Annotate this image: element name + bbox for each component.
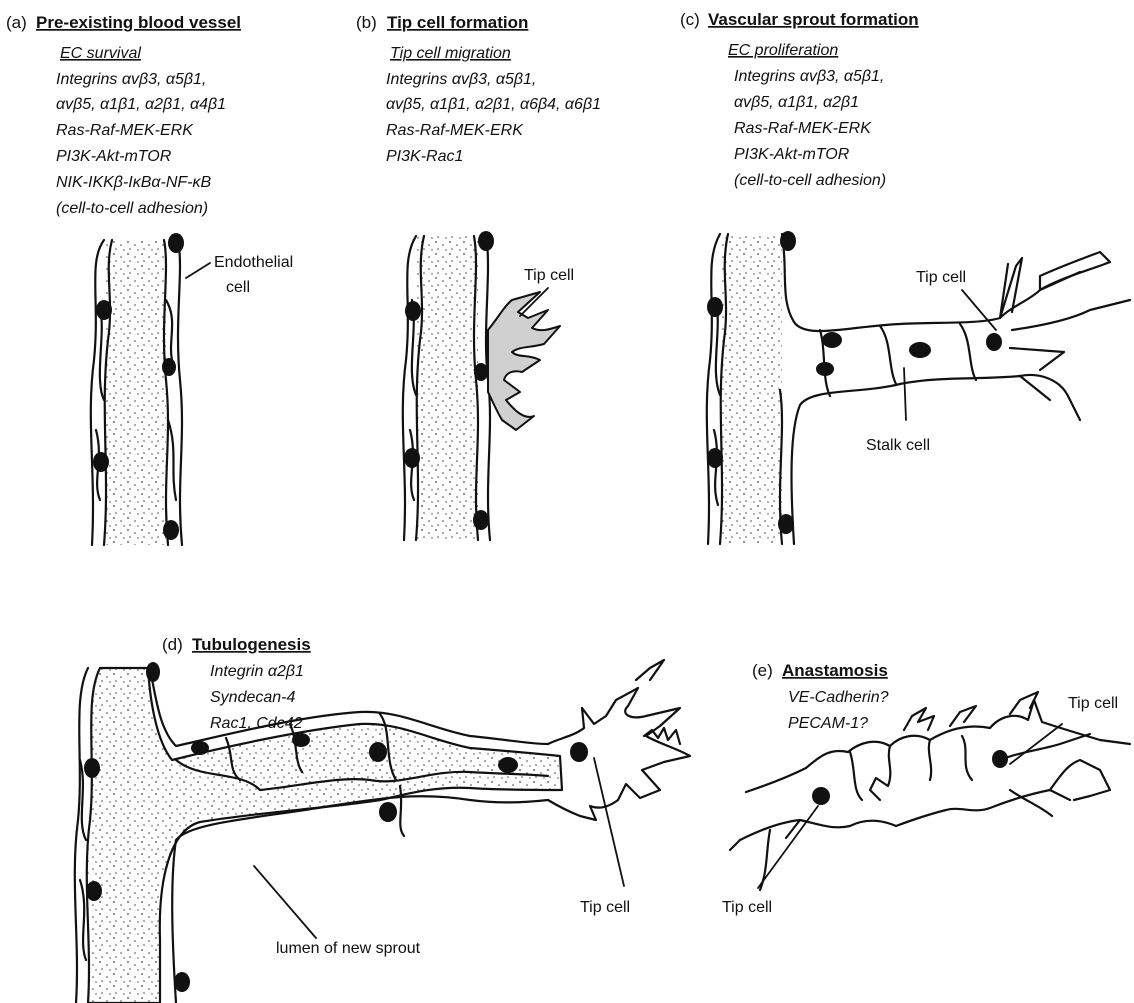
nucleus [191, 741, 209, 755]
panel-a: (a) Pre-existing blood vessel EC surviva… [6, 13, 293, 545]
panel-c-tip-pointer [962, 290, 996, 330]
endothelial-cell-label-2: cell [226, 279, 250, 296]
panel-b: (b) Tip cell formation Tip cell migratio… [356, 13, 601, 541]
nucleus [292, 733, 310, 747]
nucleus [909, 342, 931, 358]
panel-b-title: Tip cell formation [387, 13, 528, 32]
panel-e-letter: (e) [752, 661, 773, 680]
panel-c-line-4: PI3K-Akt-mTOR [734, 146, 850, 163]
panel-e-line-2: PECAM-1? [788, 715, 868, 732]
panel-d-line-2: Syndecan-4 [210, 689, 295, 706]
nucleus [146, 662, 160, 682]
panel-b-line-4: PI3K-Rac1 [386, 148, 463, 165]
panel-a-title: Pre-existing blood vessel [36, 13, 241, 32]
panel-b-tip-cell-label: Tip cell [524, 267, 574, 284]
nucleus [478, 231, 494, 251]
nucleus [780, 231, 796, 251]
nucleus [474, 363, 488, 381]
panel-d: (d) Tubulogenesis Integrin α2β1 Syndecan… [75, 635, 690, 1003]
panel-d-letter: (d) [162, 635, 183, 654]
nucleus [162, 358, 176, 376]
nucleus [405, 301, 421, 321]
nucleus [778, 514, 794, 534]
panel-c-stalk-cell-label: Stalk cell [866, 437, 930, 454]
nucleus [707, 448, 723, 468]
panel-a-line-5: NIK-IKKβ-IκBα-NF-κB [56, 174, 211, 191]
panel-a-vessel [91, 233, 184, 545]
nucleus [570, 742, 588, 762]
nucleus [84, 758, 100, 778]
nucleus [168, 233, 184, 253]
nucleus [93, 452, 109, 472]
panel-b-subtitle: Tip cell migration [390, 45, 511, 62]
panel-c-letter: (c) [680, 10, 700, 29]
panel-b-line-1: Integrins αvβ3, α5β1, [386, 71, 536, 88]
panel-b-line-3: Ras-Raf-MEK-ERK [386, 122, 524, 139]
panel-a-line-2: αvβ5, α1β1, α2β1, α4β1 [56, 96, 226, 113]
panel-a-line-4: PI3K-Akt-mTOR [56, 148, 172, 165]
panel-c-line-2: αvβ5, α1β1, α2β1 [734, 94, 859, 111]
nucleus [404, 448, 420, 468]
endothelial-cell-label-1: Endothelial [214, 254, 293, 271]
nucleus [822, 332, 842, 348]
panel-d-tip-cell-label: Tip cell [580, 899, 630, 916]
panel-a-line-3: Ras-Raf-MEK-ERK [56, 122, 194, 139]
panel-d-line-3: Rac1, Cdc42 [210, 715, 303, 732]
panel-d-tip-pointer [594, 758, 624, 886]
panel-a-subtitle: EC survival [60, 45, 141, 62]
lumen-label: lumen of new sprout [276, 940, 421, 957]
panel-e-title: Anastamosis [782, 661, 888, 680]
nucleus [163, 520, 179, 540]
panel-d-title: Tubulogenesis [192, 635, 311, 654]
nucleus [473, 510, 489, 530]
panel-b-line-2: αvβ5, α1β1, α2β1, α6β4, α6β1 [386, 96, 601, 113]
nucleus [812, 787, 830, 805]
nucleus [707, 297, 723, 317]
nucleus [96, 300, 112, 320]
nucleus [86, 881, 102, 901]
nucleus [379, 802, 397, 822]
panel-e-tip-cell-right-label: Tip cell [1068, 695, 1118, 712]
panel-c-subtitle: EC proliferation [728, 42, 838, 59]
panel-e: (e) Anastamosis VE-Cadherin? PECAM-1? Ti… [722, 661, 1130, 916]
panel-c: (c) Vascular sprout formation EC prolife… [680, 10, 1130, 544]
panel-c-title: Vascular sprout formation [708, 10, 919, 29]
nucleus [992, 750, 1008, 768]
stalk-cell-pointer [904, 368, 906, 420]
panel-c-line-5: (cell-to-cell adhesion) [734, 172, 886, 189]
panel-c-line-3: Ras-Raf-MEK-ERK [734, 120, 872, 137]
panel-d-line-1: Integrin α2β1 [210, 663, 304, 680]
nucleus [174, 972, 190, 992]
panel-e-tip-cell-left-label: Tip cell [722, 899, 772, 916]
nucleus [498, 757, 518, 773]
panel-e-tip-right-pointer [1010, 724, 1062, 764]
panel-a-line-6: (cell-to-cell adhesion) [56, 200, 208, 217]
panel-c-line-1: Integrins αvβ3, α5β1, [734, 68, 884, 85]
panel-a-line-1: Integrins αvβ3, α5β1, [56, 71, 206, 88]
panel-b-letter: (b) [356, 13, 377, 32]
endothelial-cell-pointer [186, 263, 210, 278]
nucleus [816, 362, 834, 376]
lumen-pointer [254, 866, 316, 938]
panel-a-letter: (a) [6, 13, 27, 32]
panel-c-tip-cell-label: Tip cell [916, 269, 966, 286]
nucleus [369, 742, 387, 762]
panel-e-line-1: VE-Cadherin? [788, 689, 889, 706]
nucleus [986, 333, 1002, 351]
